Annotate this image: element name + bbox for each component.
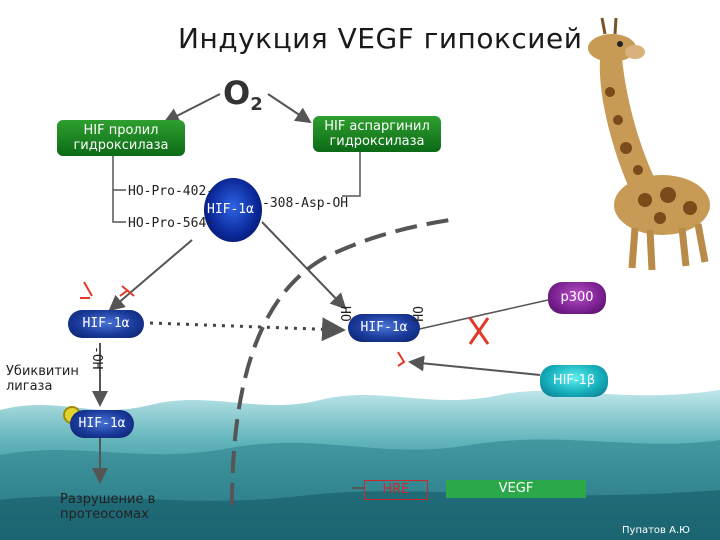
site-pro402: HO-Pro-402- bbox=[128, 184, 215, 199]
oh-left-label: -OH bbox=[89, 346, 104, 370]
oxygen-label: O2 bbox=[223, 74, 263, 115]
ubiquitin-ligase-line1: Убиквитин bbox=[6, 364, 79, 379]
hif1b-node: HIF-1β bbox=[540, 365, 608, 397]
line-right-to-p300 bbox=[414, 299, 549, 331]
line-prolyl-to-pro402 bbox=[112, 150, 126, 191]
p300-node: p300 bbox=[548, 282, 606, 314]
arrow-to-dimer bbox=[408, 355, 541, 376]
slide-title: Индукция VEGF гипоксией bbox=[178, 22, 583, 55]
hif1a-left-node: HIF-1α bbox=[68, 310, 144, 338]
oxygen-symbol: O bbox=[223, 74, 251, 112]
oh-right-label: OH bbox=[409, 306, 424, 322]
tick-left-4 bbox=[119, 289, 129, 297]
oxygen-subscript: 2 bbox=[250, 94, 263, 115]
dotted-arrow-left-to-right bbox=[149, 317, 346, 342]
ubiquitin-ligase-label: Убиквитин лигаза bbox=[6, 364, 79, 394]
enzyme-asparaginyl-hydroxylase: HIF аспаргинил гидроксилаза bbox=[313, 116, 441, 152]
site-pro564: HO-Pro-564- bbox=[128, 216, 215, 231]
degradation-line1: Разрушение в bbox=[60, 492, 156, 507]
enzyme-prolyl-hydroxylase: HIF пролил гидроксилаза bbox=[57, 120, 185, 156]
tick-right bbox=[397, 351, 406, 367]
hif1a-central-label: HIF-1α bbox=[207, 202, 254, 217]
enzyme-asparaginyl-line1: HIF аспаргинил bbox=[324, 119, 430, 134]
hif1a-central-ellipse bbox=[204, 178, 262, 242]
block-x-2 bbox=[468, 317, 490, 345]
author-credit: Пупатов А.Ю bbox=[622, 525, 690, 536]
hif1a-ubiquitinated-node: HIF-1α bbox=[70, 410, 134, 438]
enzyme-prolyl-line2: гидроксилаза bbox=[73, 138, 169, 153]
enzyme-asparaginyl-line2: гидроксилаза bbox=[329, 134, 425, 149]
vegf-gene: VEGF bbox=[446, 480, 586, 498]
ubiquitin-ligase-line2: лигаза bbox=[6, 379, 53, 394]
ho-right-label: HO bbox=[337, 306, 352, 322]
line-asparaginyl-to-asp308 bbox=[342, 150, 361, 197]
line-prolyl-to-pro564 bbox=[112, 190, 126, 223]
degradation-label: Разрушение в протеосомах bbox=[60, 492, 155, 522]
degradation-line2: протеосомах bbox=[60, 507, 149, 522]
hre-element: HRE bbox=[364, 480, 428, 500]
giraffe-illustration bbox=[588, 17, 710, 271]
nuclear-membrane bbox=[230, 218, 451, 506]
hif1a-right-node: HIF-1α bbox=[348, 314, 420, 342]
arrow-o2-to-asparaginyl bbox=[267, 93, 312, 124]
arrow-center-to-right bbox=[261, 221, 347, 310]
arrow-o2-to-prolyl bbox=[163, 93, 221, 123]
arrow-center-to-left bbox=[108, 239, 193, 312]
tick-left-1 bbox=[83, 281, 93, 297]
site-asp308: -308-Asp-OH bbox=[262, 196, 349, 211]
enzyme-prolyl-line1: HIF пролил bbox=[83, 123, 159, 138]
